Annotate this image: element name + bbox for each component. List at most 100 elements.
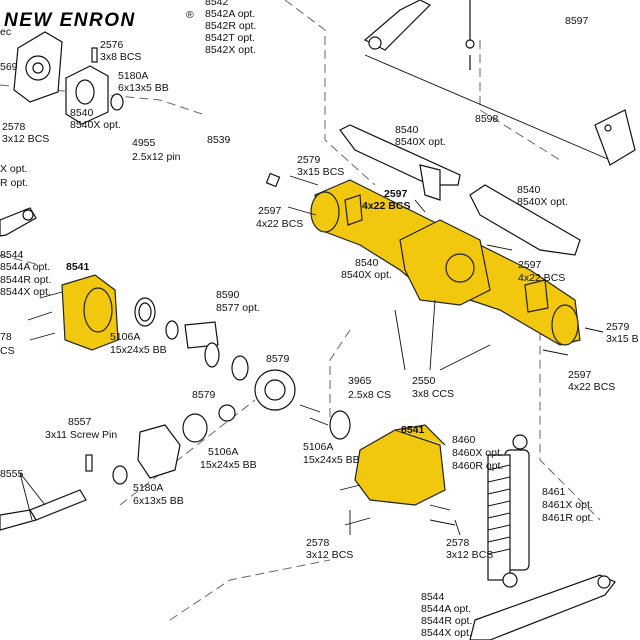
label-8544-lower: 8544 xyxy=(421,591,445,603)
label-8541-left: 8541 xyxy=(66,261,90,273)
label-2578-lower-right: 2578 xyxy=(446,537,470,549)
differential-assembly xyxy=(134,297,351,443)
label-2578-lower-left-spec: 3x12 BCS xyxy=(306,549,353,561)
leader-lines xyxy=(19,299,491,536)
brand-logo: NEW ENRON ® xyxy=(4,9,194,31)
label-4955-spec: 2.5x12 pin xyxy=(132,151,181,163)
label-8540-upper: 8540 xyxy=(395,124,419,136)
label-8539: 8539 xyxy=(207,134,231,146)
label-8590: 8590 xyxy=(216,289,240,301)
label-8544a-lower: 8544A opt. xyxy=(421,603,471,615)
label-8544x-lower: 8544X opt. xyxy=(421,627,472,639)
label-8461x: 8461X opt. xyxy=(542,499,593,511)
label-78: 78 xyxy=(0,331,12,343)
label-8460: 8460 xyxy=(452,434,476,446)
label-8542x: 8542X opt. xyxy=(205,44,256,56)
label-2597-highlight: 2597 xyxy=(384,188,408,200)
label-8542t: 8542T opt. xyxy=(205,32,255,44)
label-5180a-lower: 5180A xyxy=(133,482,163,494)
lower-left-parts xyxy=(0,424,181,531)
label-5106a-upper: 5106A xyxy=(110,331,140,343)
label-8579-upper: 8579 xyxy=(266,353,290,365)
brand-registered-mark: ® xyxy=(186,9,194,21)
label-x-opt: X opt. xyxy=(0,163,27,175)
label-2576: 2576 xyxy=(100,39,124,51)
suspension-arm-8544-upper xyxy=(0,207,37,237)
label-2550: 2550 xyxy=(412,375,436,387)
label-8557-spec: 3x11 Screw Pin xyxy=(45,429,117,441)
suspension-arm-8544-lower xyxy=(469,574,616,640)
label-8542a: 8542A opt. xyxy=(205,8,255,20)
label-2578-lower-right-spec: 3x12 BCS xyxy=(446,549,493,561)
label-2597-lower-right: 2597 xyxy=(568,369,592,381)
suspension-link-8597 xyxy=(363,0,475,70)
link-mount-8540-upper xyxy=(339,124,461,201)
label-8555: 8555 xyxy=(0,468,24,480)
label-8540-right: 8540 xyxy=(517,184,541,196)
label-8540-mid: 8540 xyxy=(355,257,379,269)
label-2579-right-spec: 3x15 B xyxy=(606,333,639,345)
axle-shaft-8539 xyxy=(119,116,281,188)
label-2550-spec: 3x8 CCS xyxy=(412,388,454,400)
brand-name: NEW ENRON xyxy=(4,10,136,31)
label-5180a-lower-spec: 6x13x5 BB xyxy=(133,495,184,507)
label-8544-upper: 8544 xyxy=(0,249,24,261)
label-2576-spec: 3x8 BCS xyxy=(100,51,141,63)
label-8540x-upper: 8540X opt. xyxy=(395,136,446,148)
link-rod-8598 xyxy=(364,54,636,166)
label-2597-highlight-spec: 4x22 BCS xyxy=(362,200,410,212)
label-8544x-upper: 8544X opt. xyxy=(0,286,51,298)
label-5180a-top: 5180A xyxy=(118,70,148,82)
label-8597: 8597 xyxy=(565,15,589,27)
label-3965-spec: 2.5x8 CS xyxy=(348,389,391,401)
label-8461: 8461 xyxy=(542,486,566,498)
label-2578-top: 2578 xyxy=(2,121,26,133)
label-3965: 3965 xyxy=(348,375,372,387)
label-8541-lower: 8541 xyxy=(401,424,425,436)
label-2597-right-spec: 4x22 BCS xyxy=(518,272,565,284)
label-2597-right: 2597 xyxy=(518,259,542,271)
diff-cover-8541-lower xyxy=(354,424,446,506)
label-8577: 8577 opt. xyxy=(216,302,260,314)
label-78-spec: CS xyxy=(0,345,15,357)
label-4955: 4955 xyxy=(132,137,156,149)
label-2579-upper-spec: 3x15 BCS xyxy=(297,166,344,178)
label-5106a-upper-spec: 15x24x5 BB xyxy=(110,344,167,356)
label-8598: 8598 xyxy=(475,113,499,125)
label-5106a-right: 5106A xyxy=(303,441,333,453)
label-2597-lower-right-spec: 4x22 BCS xyxy=(568,381,615,393)
label-5180a-top-spec: 6x13x5 BB xyxy=(118,82,169,94)
bolt-icons xyxy=(27,175,604,526)
label-2579-upper: 2579 xyxy=(297,154,321,166)
label-8557: 8557 xyxy=(68,416,92,428)
label-5106a-middle: 5106A xyxy=(208,446,238,458)
label-8579-lower: 8579 xyxy=(192,389,216,401)
label-8542: 8542 xyxy=(205,0,229,8)
label-ec: ec xyxy=(0,26,11,38)
label-8461r: 8461R opt. xyxy=(542,512,593,524)
label-5106a-middle-spec: 15x24x5 BB xyxy=(200,459,257,471)
label-2597-left: 2597 xyxy=(258,205,282,217)
label-2578-lower-left: 2578 xyxy=(306,537,330,549)
diff-cover-8541-left xyxy=(61,274,119,351)
axle-housing-yellow xyxy=(310,179,581,346)
hub-carrier-top-left xyxy=(13,31,124,125)
shock-absorber-8460 xyxy=(487,434,530,588)
label-8540x-mid: 8540X opt. xyxy=(341,269,392,281)
label-8460r: 8460R opt. xyxy=(452,460,503,472)
label-8460x: 8460X opt. xyxy=(452,447,503,459)
label-8544a-upper: 8544A opt. xyxy=(0,261,50,273)
label-8540-top-left: 8540 xyxy=(70,107,94,119)
label-8540x-right: 8540X opt. xyxy=(517,196,568,208)
label-5106a-right-spec: 15x24x5 BB xyxy=(303,454,360,466)
label-8540x-top-left: 8540X opt. xyxy=(70,119,121,131)
label-569: 569 xyxy=(0,61,18,73)
label-2578-top-spec: 3x12 BCS xyxy=(2,133,49,145)
label-8544r-upper: 8544R opt. xyxy=(0,274,51,286)
label-2597-left-spec: 4x22 BCS xyxy=(256,218,303,230)
link-mount-8540-right xyxy=(469,184,581,256)
label-8542r: 8542R opt. xyxy=(205,20,256,32)
